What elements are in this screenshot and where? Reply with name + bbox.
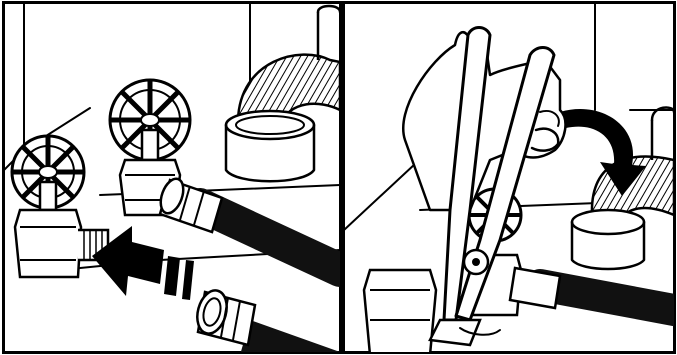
hose-fitting-icon — [510, 268, 560, 308]
gate-valve-icon — [364, 270, 436, 355]
